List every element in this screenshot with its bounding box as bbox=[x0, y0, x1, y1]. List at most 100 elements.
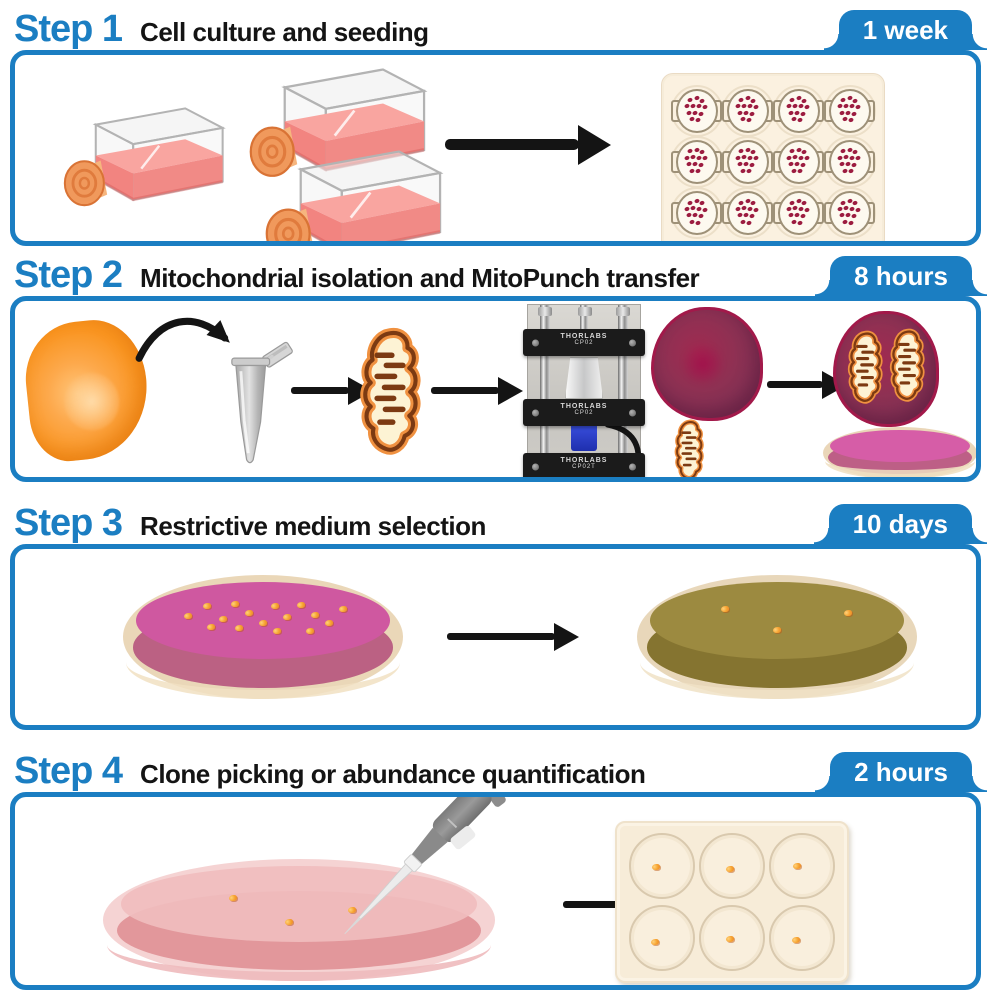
seeded-cell-dot bbox=[796, 168, 803, 175]
step1-panel bbox=[10, 50, 981, 246]
seeded-cell-dot bbox=[692, 161, 699, 167]
seeded-cell-dot bbox=[745, 168, 752, 175]
device-model-label: CP02 bbox=[574, 410, 594, 416]
transferred-mitochondrion bbox=[846, 326, 884, 408]
seeded-cell-dot bbox=[800, 97, 807, 104]
seeded-cell-dot bbox=[800, 200, 807, 206]
mitopunch-device: THORLABS CP02 THORLABS CP02 THORLABS CP0… bbox=[523, 304, 645, 477]
seeded-cell-dot bbox=[847, 168, 854, 175]
chamber bbox=[721, 187, 774, 240]
colony-dot bbox=[296, 602, 305, 609]
seeded-cell-dot bbox=[843, 102, 850, 109]
seeded-cell-dot bbox=[840, 199, 847, 206]
seeded-cell-dot bbox=[694, 117, 701, 123]
seeded-cell-dot bbox=[738, 199, 745, 206]
colony-dot bbox=[721, 606, 730, 613]
seeded-cell-dot bbox=[749, 97, 756, 104]
seeded-cell-dot bbox=[701, 104, 708, 110]
seeded-cell-dot bbox=[690, 205, 697, 212]
colony-dot bbox=[338, 606, 347, 613]
seeded-cell-dot bbox=[690, 102, 697, 109]
chamber bbox=[823, 84, 876, 137]
seeded-cell-dot bbox=[792, 102, 799, 109]
seeded-cell-dot bbox=[841, 116, 848, 123]
seeded-cell-dot bbox=[787, 161, 795, 167]
well bbox=[769, 905, 835, 971]
isolated-mitochondrion bbox=[357, 319, 423, 463]
picked-colony-dot bbox=[792, 937, 801, 944]
cell-with-transferred-mitochondria bbox=[833, 311, 939, 427]
selection-dish-before bbox=[123, 575, 403, 699]
seeded-cell-dot bbox=[787, 110, 795, 116]
colony-dot bbox=[843, 610, 852, 617]
seeded-cell-dot bbox=[851, 110, 858, 117]
seeded-cell-dot bbox=[739, 167, 746, 174]
seeded-cell-dot bbox=[841, 219, 848, 225]
seeded-cell-dot bbox=[692, 110, 699, 116]
seeded-cell-dot bbox=[851, 162, 858, 168]
dish-front-rim bbox=[639, 626, 915, 699]
seeded-cell-dot bbox=[698, 97, 705, 104]
seeded-cell-dot bbox=[790, 219, 797, 225]
seeded-cell-dot bbox=[840, 97, 847, 103]
seeded-cell-dot bbox=[847, 117, 854, 123]
seeded-cell-dot bbox=[685, 161, 693, 167]
dish-front-rim bbox=[824, 443, 976, 477]
chamber bbox=[721, 84, 774, 137]
colony-dot bbox=[273, 628, 282, 635]
seeded-cell-dot bbox=[690, 154, 697, 160]
seeded-cell-dot bbox=[752, 104, 759, 110]
colony-layer bbox=[145, 587, 380, 655]
seeded-cell-dot bbox=[734, 206, 742, 212]
seeded-cell-dot bbox=[739, 116, 746, 123]
step2-label: Step 2 bbox=[14, 254, 123, 296]
step3-duration-badge: 10 days bbox=[813, 504, 988, 544]
seeded-cell-dot bbox=[688, 116, 695, 123]
step1-label: Step 1 bbox=[14, 8, 123, 50]
colony-dot bbox=[235, 625, 244, 632]
seeded-cell-dot bbox=[836, 206, 844, 212]
colony-dot bbox=[285, 919, 294, 926]
colony-dot bbox=[183, 613, 192, 620]
chamber bbox=[823, 187, 876, 240]
seeded-cell-dot bbox=[794, 161, 801, 167]
chamber bbox=[772, 84, 825, 137]
arrow-picking bbox=[563, 901, 665, 908]
seeded-cell-dot bbox=[836, 154, 844, 161]
donor-cell-nucleus bbox=[61, 370, 123, 434]
seeded-cell-dot bbox=[745, 117, 752, 123]
six-well-plate bbox=[615, 821, 849, 983]
arrow-transfer bbox=[767, 381, 823, 388]
seeded-cell-dot bbox=[851, 213, 858, 219]
seeded-cell-dot bbox=[836, 103, 844, 110]
seeded-cell-dot bbox=[698, 200, 705, 206]
colony-dot bbox=[773, 626, 781, 633]
picked-colony-dot bbox=[793, 863, 802, 869]
seeded-cell-dot bbox=[789, 97, 796, 103]
seeded-cell-dot bbox=[847, 219, 854, 226]
seeded-cell-dot bbox=[785, 206, 793, 212]
seeded-cell-dot bbox=[739, 219, 746, 225]
seeded-cell-dot bbox=[792, 154, 799, 160]
device-post bbox=[578, 305, 592, 345]
seeded-cell-dot bbox=[854, 155, 861, 162]
seeded-cell-dot bbox=[790, 116, 797, 123]
transfer-dish bbox=[823, 427, 976, 477]
seeded-cell-dot bbox=[741, 102, 748, 109]
step3-header: Step 3 Restrictive medium selection bbox=[14, 502, 486, 545]
seeded-cell-dot bbox=[734, 154, 742, 161]
seeded-cell-dot bbox=[683, 103, 691, 110]
seeded-cell-dot bbox=[688, 167, 695, 174]
seeded-cell-dot bbox=[741, 205, 748, 212]
seeded-cell-dot bbox=[803, 104, 810, 110]
step4-title: Clone picking or abundance quantificatio… bbox=[140, 759, 646, 789]
device-post bbox=[538, 305, 552, 477]
seeded-cell-dot bbox=[683, 154, 691, 161]
seeded-cell-dot bbox=[701, 155, 708, 162]
well bbox=[769, 833, 835, 899]
device-model-label: CP02 bbox=[574, 340, 594, 346]
seeded-cell-dot bbox=[738, 97, 745, 103]
recipient-cell-rho0 bbox=[651, 307, 763, 421]
seeded-cell-dot bbox=[851, 149, 858, 155]
seeded-cell-dot bbox=[843, 205, 850, 212]
